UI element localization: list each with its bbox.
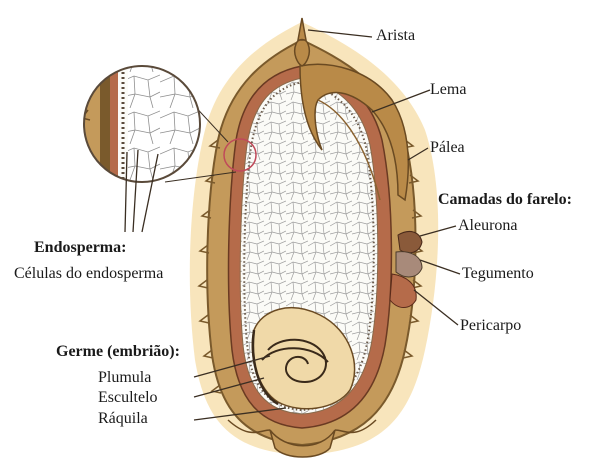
label-camadas-do-farelo: Camadas do farelo: (438, 192, 572, 208)
label-lema: Lema (430, 82, 466, 98)
label-pericarpo: Pericarpo (460, 318, 521, 334)
label-celulas-do-endosperma: Células do endosperma (14, 266, 163, 282)
label-tegumento: Tegumento (462, 266, 534, 282)
magnified-inset (80, 60, 210, 190)
label-escultelo: Escultelo (98, 390, 158, 406)
label-germe: Germe (embrião): (56, 344, 180, 360)
label-arista: Arista (376, 28, 415, 44)
bran-cutaway-aleurone (398, 231, 422, 252)
label-palea: Pálea (430, 140, 465, 156)
label-raquila: Ráquila (98, 411, 148, 427)
label-endosperma: Endosperma: (34, 240, 126, 256)
label-aleurona: Aleurona (458, 218, 518, 234)
label-plumula: Plumula (98, 370, 151, 386)
